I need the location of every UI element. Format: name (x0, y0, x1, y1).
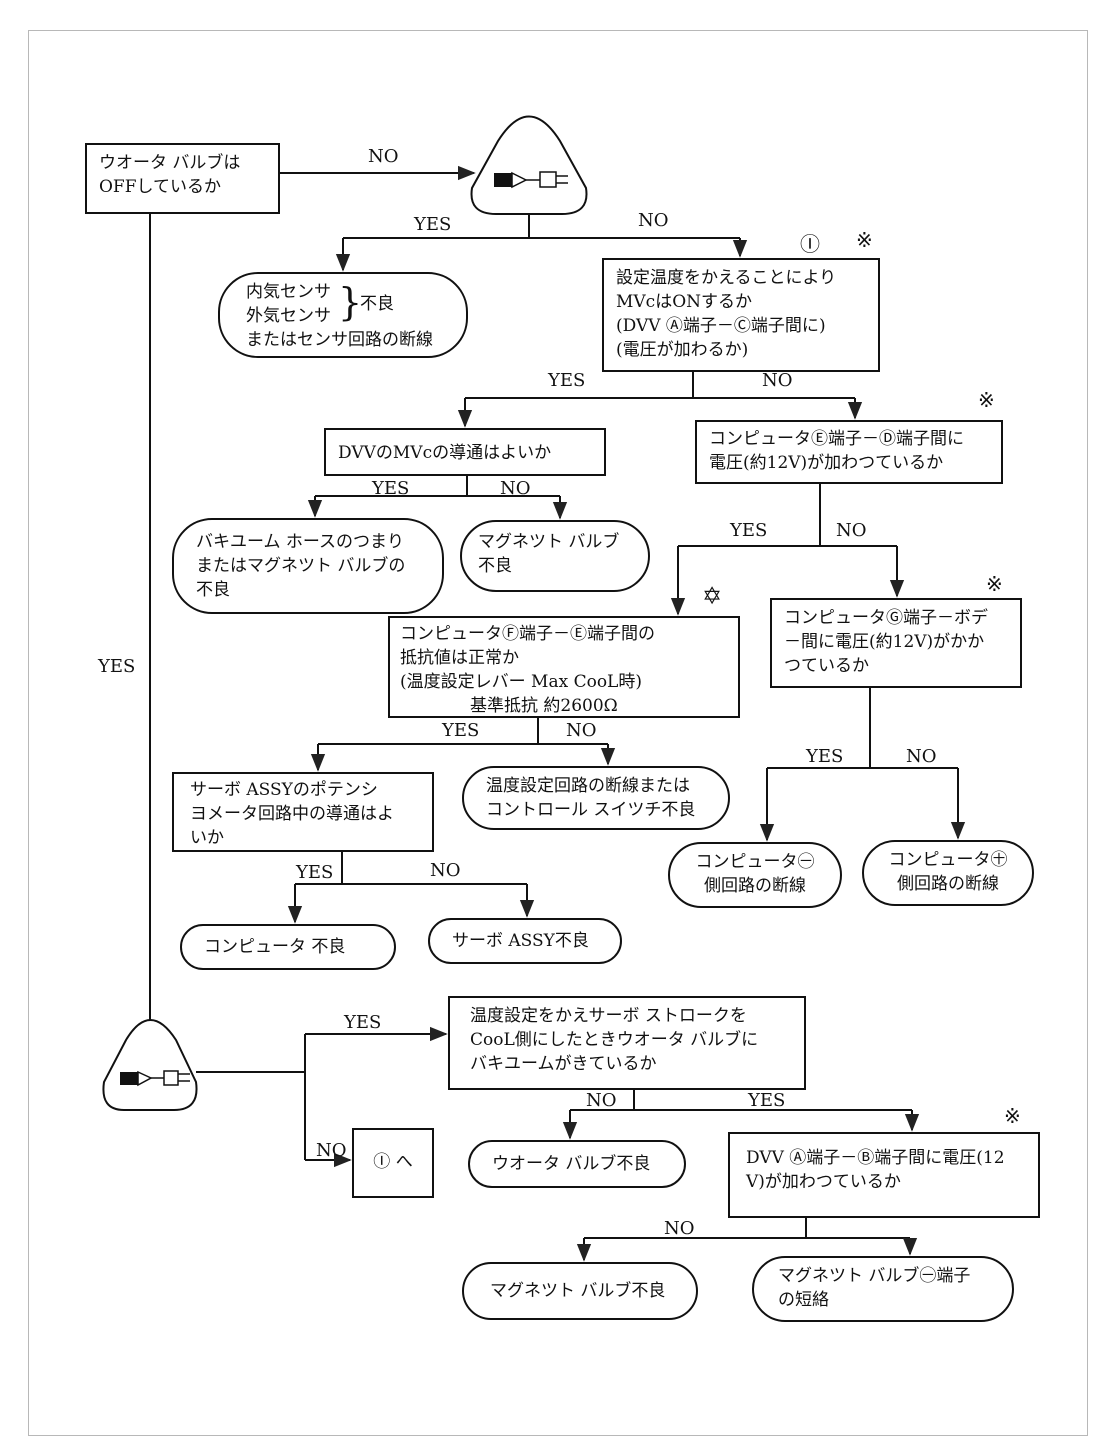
note-mark: ※ (978, 388, 995, 412)
dvv-a-b-voltage-check: DVV Ⓐ端子－Ⓑ端子間に電圧(12 V)が加わつているか (728, 1132, 1040, 1218)
temp-circuit-open-result: 温度設定回路の断線または コントロール スイツチ不良 (462, 766, 730, 830)
edge-label-yes: YES (296, 862, 334, 883)
start-diagnosis-triangle-2 (102, 1019, 198, 1111)
sensor-fault-result: 内気センサ 外気センサ } 不良 またはセンサ回路の断線 (218, 272, 468, 358)
edge-label-no: NO (638, 210, 669, 231)
computer-minus-open-result: コンピュータ㊀ 側回路の断線 (668, 842, 842, 908)
edge-label-no: NO (586, 1090, 617, 1111)
edge-label-yes: YES (442, 720, 480, 741)
goto-i-box: Ⓘ へ (352, 1128, 434, 1198)
engine-start-icon (120, 1070, 190, 1087)
star-mark: ✡ (702, 582, 723, 610)
page-frame (28, 30, 1088, 1436)
edge-label-yes: YES (748, 1090, 786, 1111)
servo-stroke-vacuum-check: 温度設定をかえサーボ ストロークを CooL側にしたときウオータ バルブに バキ… (448, 996, 806, 1090)
edge-label-no: NO (368, 146, 399, 167)
note-mark: ※ (986, 572, 1003, 596)
edge-label-yes: YES (414, 214, 452, 235)
water-valve-fault-result: ウオータ バルブ不良 (468, 1140, 686, 1188)
edge-label-yes: YES (344, 1012, 382, 1033)
edge-label-no: NO (762, 370, 793, 391)
water-valve-off-check: ウオータ バルブは OFFしているか (85, 143, 280, 214)
note-mark: ※ (1004, 1104, 1021, 1128)
magnet-valve-short-result: マグネツト バルブ㊀端子 の短絡 (752, 1256, 1014, 1322)
dvv-mvc-continuity-check: DVVのMVcの導通はよいか (324, 428, 606, 476)
computer-e-d-voltage-check: コンピュータⒺ端子－Ⓓ端子間に 電圧(約12V)が加わつているか (695, 420, 1003, 484)
servo-assy-fault-result: サーボ ASSY不良 (428, 918, 622, 964)
note-mark: ※ (856, 228, 873, 252)
edge-label-no: NO (316, 1140, 347, 1161)
edge-label-no: NO (430, 860, 461, 881)
computer-plus-open-result: コンピュータ㊉ 側回路の断線 (862, 840, 1034, 906)
reference-mark-i: Ⓘ (800, 232, 820, 256)
edge-label-no: NO (566, 720, 597, 741)
magnet-valve-fault-result-1: マグネツト バルブ 不良 (460, 520, 650, 592)
edge-label-yes: YES (730, 520, 768, 541)
computer-f-e-resistance-check: コンピュータⒻ端子－Ⓔ端子間の 抵抗値は正常か (温度設定レバー Max Coo… (388, 616, 740, 718)
edge-label-yes: YES (548, 370, 586, 391)
edge-label-yes: YES (806, 746, 844, 767)
computer-g-body-voltage-check: コンピュータⒼ端子－ボデ －間に電圧(約12V)がかか つているか (770, 598, 1022, 688)
edge-label-no: NO (500, 478, 531, 499)
engine-start-icon (494, 171, 568, 189)
edge-label-no: NO (836, 520, 867, 541)
edge-label-no: NO (664, 1218, 695, 1239)
servo-potentiometer-check: サーボ ASSYのポテンシ ヨメータ回路中の導通はよ いか (172, 772, 434, 852)
vacuum-hose-result: バキユーム ホースのつまり またはマグネツト バルブの 不良 (172, 518, 444, 614)
mvc-on-check: 設定温度をかえることにより MVcはONするか (DVV Ⓐ端子－Ⓒ端子間に) … (602, 258, 880, 372)
edge-label-no: NO (906, 746, 937, 767)
edge-label-yes: YES (372, 478, 410, 499)
computer-fault-result: コンピュータ 不良 (180, 924, 396, 970)
start-diagnosis-triangle-1 (470, 115, 588, 215)
magnet-valve-fault-result-2: マグネツト バルブ不良 (462, 1262, 698, 1320)
edge-label-yes: YES (98, 656, 136, 677)
